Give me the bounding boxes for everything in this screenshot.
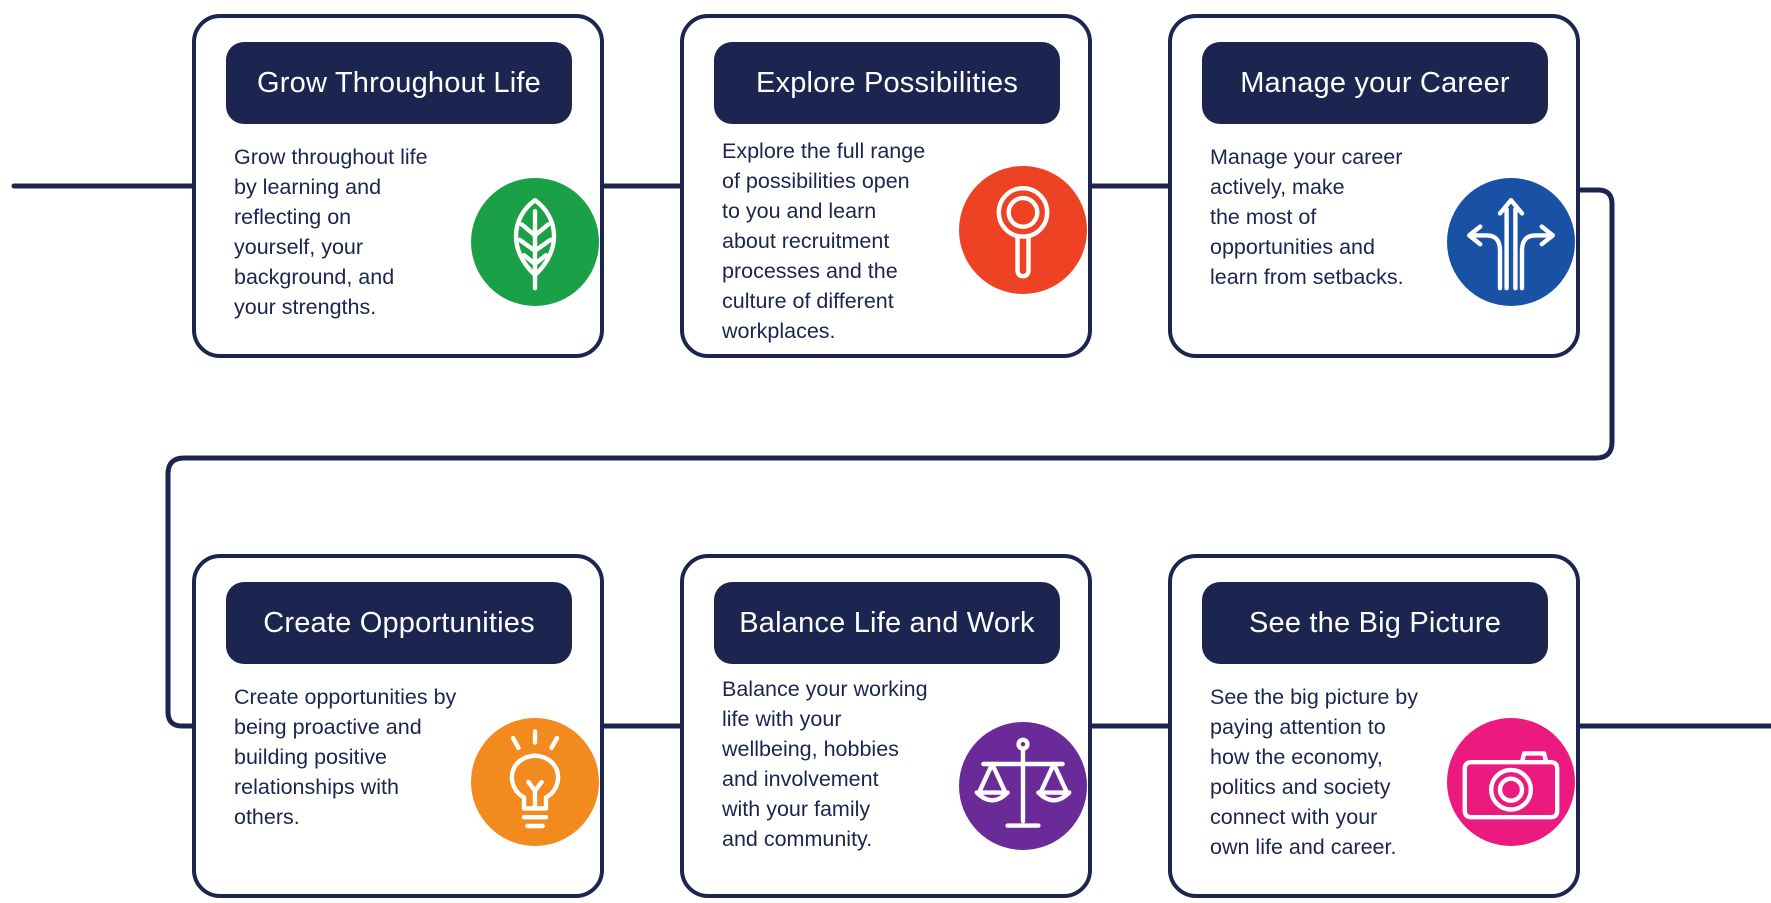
card-see-the-big-picture: See the Big Picture See the big picture … xyxy=(1168,554,1580,898)
lightbulb-icon xyxy=(471,718,599,846)
card-title: Manage your Career xyxy=(1202,42,1548,124)
leaf-icon xyxy=(471,178,599,306)
card-title: Create Opportunities xyxy=(226,582,572,664)
connector-row-wrap xyxy=(165,187,1615,729)
card-description: Explore the full range of possibilities … xyxy=(722,139,926,343)
magnifier-icon xyxy=(959,166,1087,294)
card-description: Balance your working life with your well… xyxy=(722,677,928,851)
card-title: Balance Life and Work xyxy=(714,582,1060,664)
card-balance-life-and-work: Balance Life and Work Balance your worki… xyxy=(680,554,1092,898)
card-manage-your-career: Manage your Career Manage your career ac… xyxy=(1168,14,1580,358)
card-description: Grow throughout life by learning and ref… xyxy=(234,145,428,319)
card-title: Explore Possibilities xyxy=(714,42,1060,124)
card-grow-throughout-life: Grow Throughout Life Grow throughout lif… xyxy=(192,14,604,358)
camera-icon xyxy=(1447,718,1575,846)
card-description: See the big picture by paying attention … xyxy=(1210,685,1418,859)
card-description: Create opportunities by being proactive … xyxy=(234,685,457,829)
scales-icon xyxy=(959,722,1087,850)
diverging-arrows-icon xyxy=(1447,178,1575,306)
card-title: See the Big Picture xyxy=(1202,582,1548,664)
card-create-opportunities: Create Opportunities Create opportunitie… xyxy=(192,554,604,898)
card-description: Manage your career actively, make the mo… xyxy=(1210,145,1404,289)
card-explore-possibilities: Explore Possibilities Explore the full r… xyxy=(680,14,1092,358)
card-title: Grow Throughout Life xyxy=(226,42,572,124)
